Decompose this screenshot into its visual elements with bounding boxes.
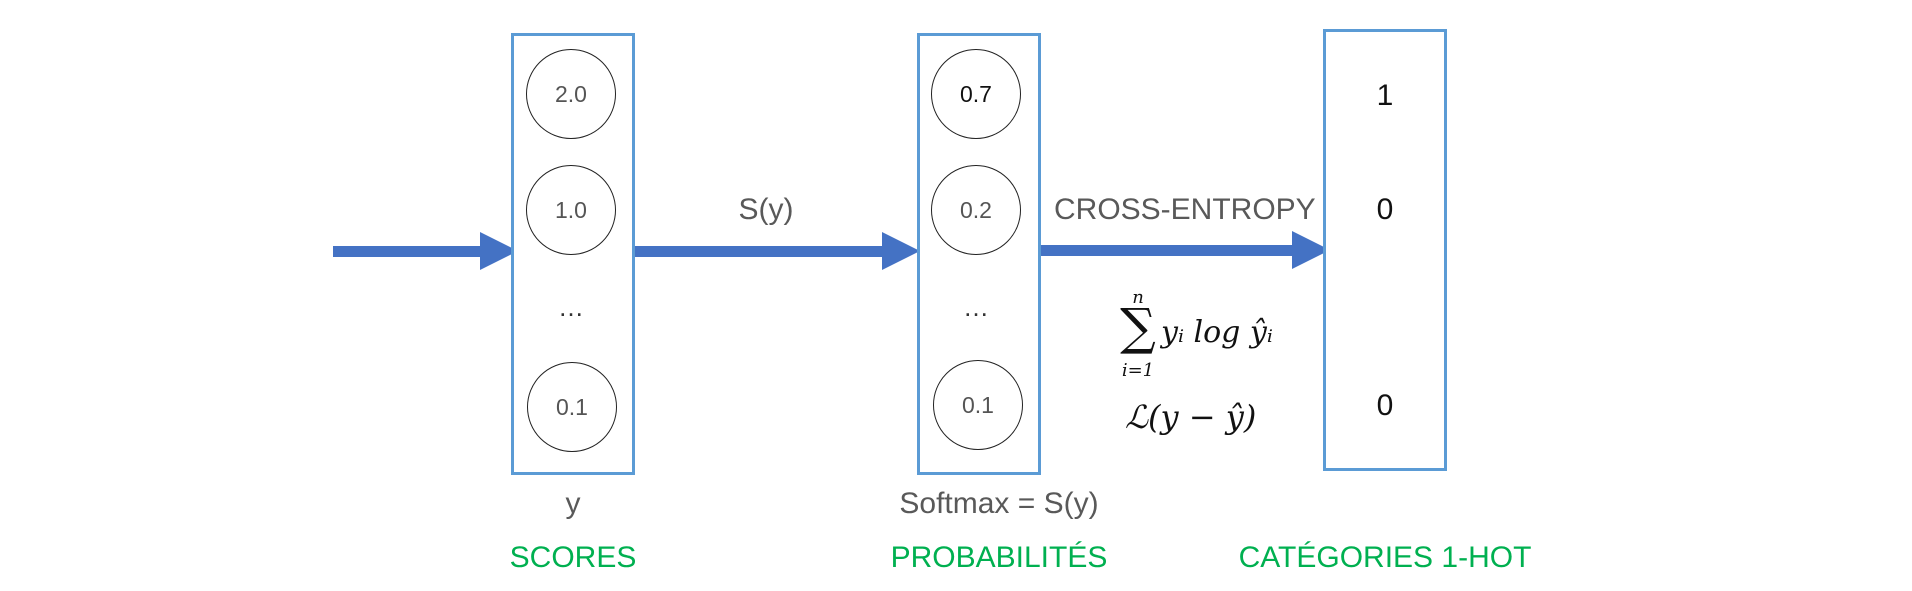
sum-lower-limit: i=1 [1121,360,1155,381]
softmax-arrow-label: S(y) [738,193,794,226]
one-hot-value-1: 1 [1376,79,1394,112]
cross-entropy-label: CROSS-ENTROPY [1054,193,1316,226]
probability-node-n: 0.1 [933,360,1023,450]
sum-upper-limit: n [1132,287,1144,308]
softmax-arrow-shaft [635,246,885,257]
probability-ellipsis: … [963,292,989,322]
score-node-2: 1.0 [526,165,616,255]
softmax-arrow-head [882,232,920,270]
scores-sublabel: y [565,487,581,520]
sum-body: yᵢ log ŷᵢ [1161,315,1273,350]
categories-title: CATÉGORIES 1-HOT [1238,541,1532,574]
probabilities-sublabel: Softmax = S(y) [899,487,1099,520]
probability-node-2: 0.2 [931,165,1021,255]
one-hot-value-n: 0 [1376,389,1394,422]
score-node-1: 2.0 [526,49,616,139]
probabilities-title: PROBABILITÉS [890,541,1108,574]
one-hot-box [1323,29,1447,471]
cross-entropy-arrow-shaft [1041,245,1295,256]
one-hot-value-2: 0 [1376,193,1394,226]
sum-symbol: ∑ [1120,298,1156,356]
input-arrow-shaft [333,246,483,257]
scores-title: SCORES [509,541,637,574]
loss-expression: ℒ(y − ŷ) [1125,398,1257,436]
probability-node-1: 0.7 [931,49,1021,139]
score-node-n: 0.1 [527,362,617,452]
score-ellipsis: … [558,292,584,322]
